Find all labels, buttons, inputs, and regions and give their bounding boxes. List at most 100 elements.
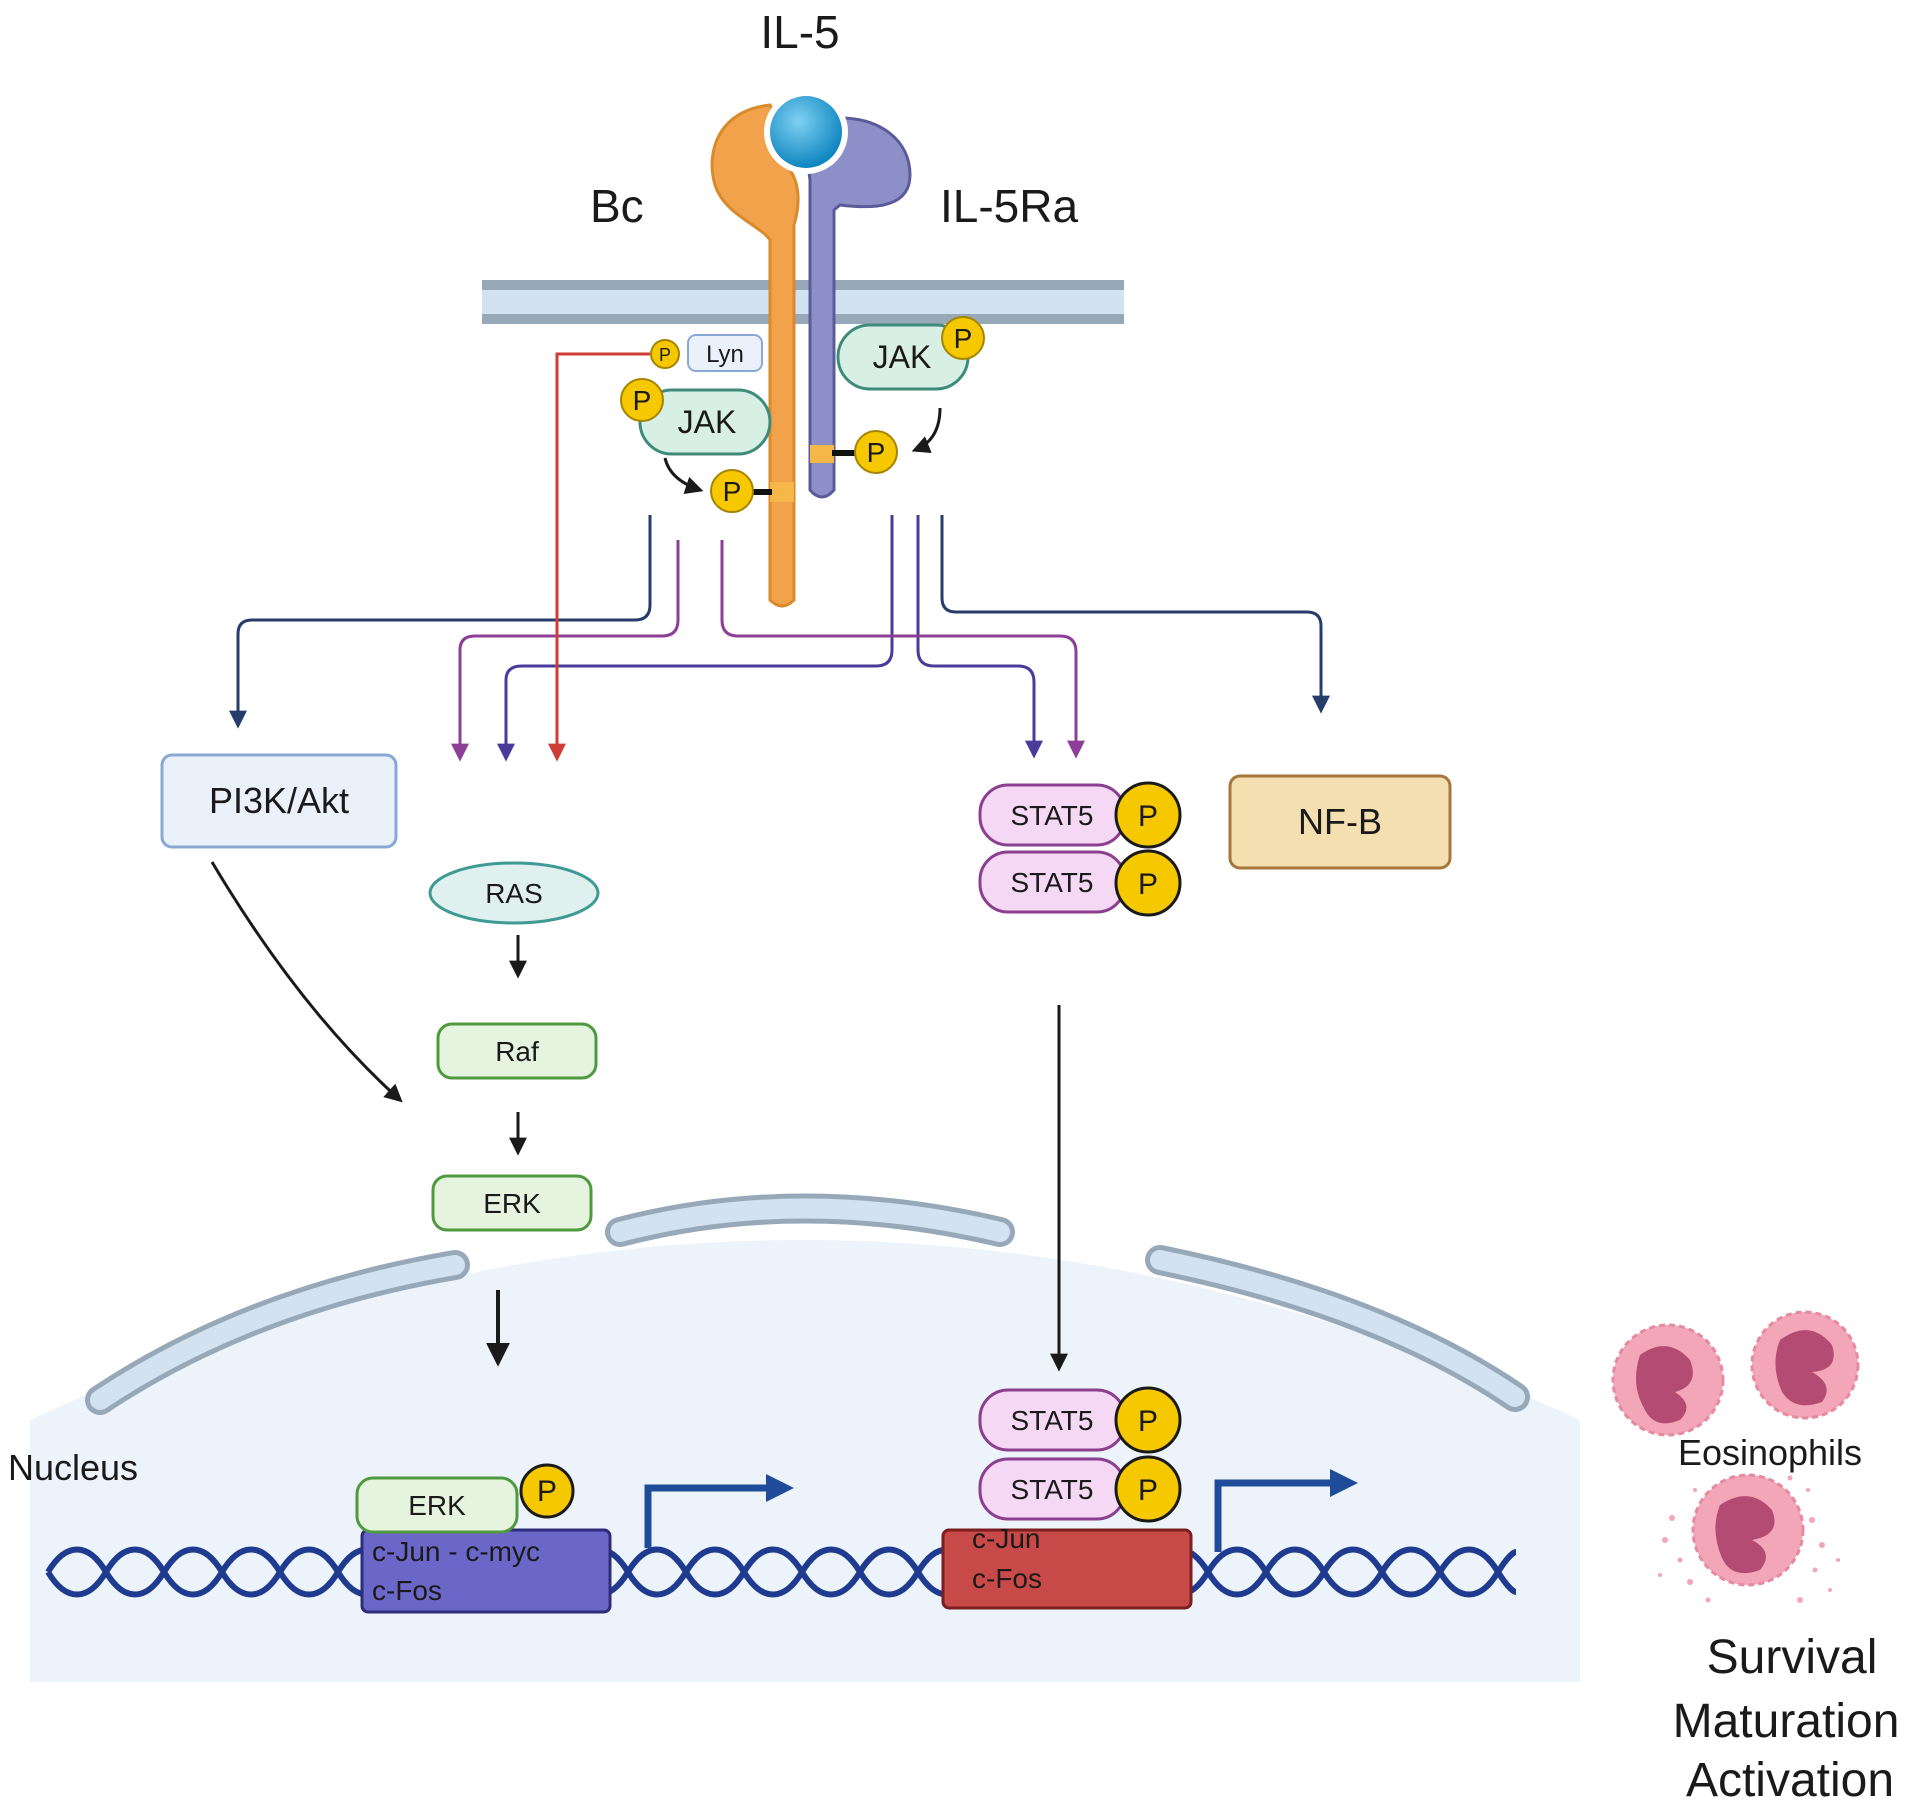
- raf-box: [436, 1022, 598, 1080]
- il5-ligand-ball: [770, 96, 842, 168]
- nuclear-stat5-top-phospho-label: P: [1138, 1405, 1158, 1438]
- jak-beta-box: [638, 388, 772, 456]
- nuclear-erk-label: ERK: [408, 1490, 466, 1521]
- beta-docking-phospho-label: P: [723, 476, 742, 507]
- outcome-maturation: Maturation: [1673, 1695, 1900, 1748]
- jak-alpha-arrow: [911, 407, 942, 453]
- tf-complex-left: c-Jun - c-myc c-Fos ERK P: [355, 1463, 612, 1614]
- tf-right-box: [941, 1528, 1193, 1610]
- ras-node: RAS: [428, 861, 600, 925]
- beta-chain-label: Bc: [590, 180, 644, 232]
- nuclear-envelope-mid-inner: [610, 1198, 1010, 1242]
- arrow-to-pi3k: [229, 515, 652, 729]
- nuclear-stat5-bottom-label: STAT5: [1011, 1474, 1094, 1505]
- ras-label: RAS: [485, 878, 543, 909]
- nuclear-erk-phospho: [519, 1463, 575, 1519]
- eosinophil-cell-2: [1750, 1310, 1860, 1420]
- alpha-docking-phospho-label: P: [867, 437, 886, 468]
- tf-complex-right: c-Jun c-Fos STAT5 P STAT5 P: [941, 1386, 1193, 1610]
- raf-label: Raf: [495, 1036, 539, 1067]
- beta-chain-receptor: Bc: [590, 103, 800, 608]
- dna-strand-b: [45, 1546, 1517, 1598]
- nfb-box: [1228, 774, 1452, 870]
- jak-beta: JAK P: [620, 378, 772, 456]
- nfb-node: NF-B: [1228, 774, 1452, 870]
- tf-left-line1: c-Jun - c-myc: [372, 1536, 540, 1567]
- lyn-phospho-label: P: [659, 345, 671, 365]
- beta-docking-phospho: [710, 469, 754, 513]
- jak-beta-arrow: [663, 457, 704, 494]
- lyn-label: Lyn: [706, 341, 744, 368]
- tf-left-line2: c-Fos: [372, 1575, 442, 1606]
- arrow-to-nfb: [940, 515, 1330, 714]
- jak-alpha-phospho-label: P: [954, 323, 973, 354]
- eosinophil-granules: [1658, 1475, 1840, 1603]
- lyn-box: [687, 334, 763, 372]
- stat5-bottom-phospho-label: P: [1138, 868, 1158, 901]
- arrow-indigo-to-ras: [497, 515, 894, 762]
- arrow-red-to-ras: [548, 352, 650, 762]
- nuclear-erk-box: [355, 1476, 519, 1534]
- outcome-activation: Activation: [1686, 1754, 1894, 1805]
- raf-node: Raf: [436, 1022, 598, 1080]
- nuclear-stat5-top-phospho: [1114, 1386, 1182, 1454]
- stat5-top-phospho: [1114, 781, 1182, 849]
- stat5-top-label: STAT5: [1011, 800, 1094, 831]
- nuclear-stat5-top-label: STAT5: [1011, 1405, 1094, 1436]
- erk-box: [431, 1174, 593, 1232]
- eosinophil-cell-1: [1611, 1323, 1725, 1437]
- pi3k-akt-box: [160, 753, 398, 849]
- eosinophils: Eosinophils: [1611, 1310, 1862, 1603]
- jak-alpha-label: JAK: [873, 339, 932, 375]
- beta-docking-site: [770, 482, 794, 502]
- arrow-indigo-to-stat5: [916, 515, 1043, 759]
- arrow-pi3k-to-erk: [210, 861, 403, 1103]
- jak-alpha: JAK P: [836, 316, 985, 391]
- tf-right-line1: c-Jun: [972, 1523, 1040, 1554]
- jak-alpha-phospho: [941, 316, 985, 360]
- jak-beta-phospho: [620, 378, 664, 422]
- outcome-survival: Survival: [1707, 1631, 1878, 1684]
- eosinophil-3-nucleus: [1715, 1496, 1775, 1574]
- cell-membrane: [482, 280, 1124, 324]
- nuclear-stat5-bottom-phospho-label: P: [1138, 1474, 1158, 1507]
- nuclear-stat5-bottom-phospho: [1114, 1455, 1182, 1523]
- stat5-dimer-cytoplasm: STAT5 P STAT5 P: [978, 781, 1182, 917]
- erk-label: ERK: [483, 1188, 541, 1219]
- eosinophils-label: Eosinophils: [1678, 1432, 1862, 1473]
- nuclear-envelope-right-inner: [1150, 1250, 1525, 1407]
- erk-node: ERK: [431, 1174, 593, 1232]
- dna-helix: [45, 1546, 1517, 1598]
- membrane-inner: [482, 290, 1124, 314]
- stat5-top-phospho-label: P: [1138, 800, 1158, 833]
- transcription-arrow-left: [644, 1474, 794, 1548]
- pi3k-akt-node: PI3K/Akt: [160, 753, 398, 849]
- arrow-purple-to-stat5: [720, 540, 1085, 759]
- transcription-arrow-right: [1214, 1469, 1358, 1552]
- jak-beta-phospho-label: P: [633, 385, 652, 416]
- ras-ellipse: [428, 861, 600, 925]
- lyn-kinase: Lyn P: [650, 334, 763, 372]
- arrow-purple-to-ras: [451, 540, 680, 762]
- nucleus-label: Nucleus: [8, 1447, 138, 1488]
- cell-outcomes: Survival Maturation Activation: [1673, 1631, 1900, 1805]
- stat5-bottom-label: STAT5: [1011, 867, 1094, 898]
- pi3k-akt-label: PI3K/Akt: [209, 780, 349, 821]
- nfb-label: NF-B: [1298, 801, 1382, 842]
- jak-beta-label: JAK: [678, 404, 737, 440]
- nucleus: Nucleus: [8, 1193, 1580, 1682]
- alpha-docking-phospho: [854, 430, 898, 474]
- alpha-chain-label: IL-5Ra: [940, 180, 1078, 232]
- lyn-phospho: [650, 339, 680, 369]
- nuclear-erk-phospho-label: P: [537, 1475, 557, 1508]
- nuclear-envelope-left-inner: [90, 1255, 465, 1410]
- alpha-docking-site: [810, 445, 834, 463]
- tf-right-line2: c-Fos: [972, 1563, 1042, 1594]
- il5-ligand: IL-5: [760, 6, 848, 174]
- eosinophil-cell-3: [1658, 1473, 1840, 1603]
- il5-label: IL-5: [760, 6, 839, 58]
- eosinophil-1-nucleus: [1636, 1346, 1693, 1424]
- stat5-bottom-phospho: [1114, 849, 1182, 917]
- eosinophil-2-nucleus: [1775, 1330, 1834, 1406]
